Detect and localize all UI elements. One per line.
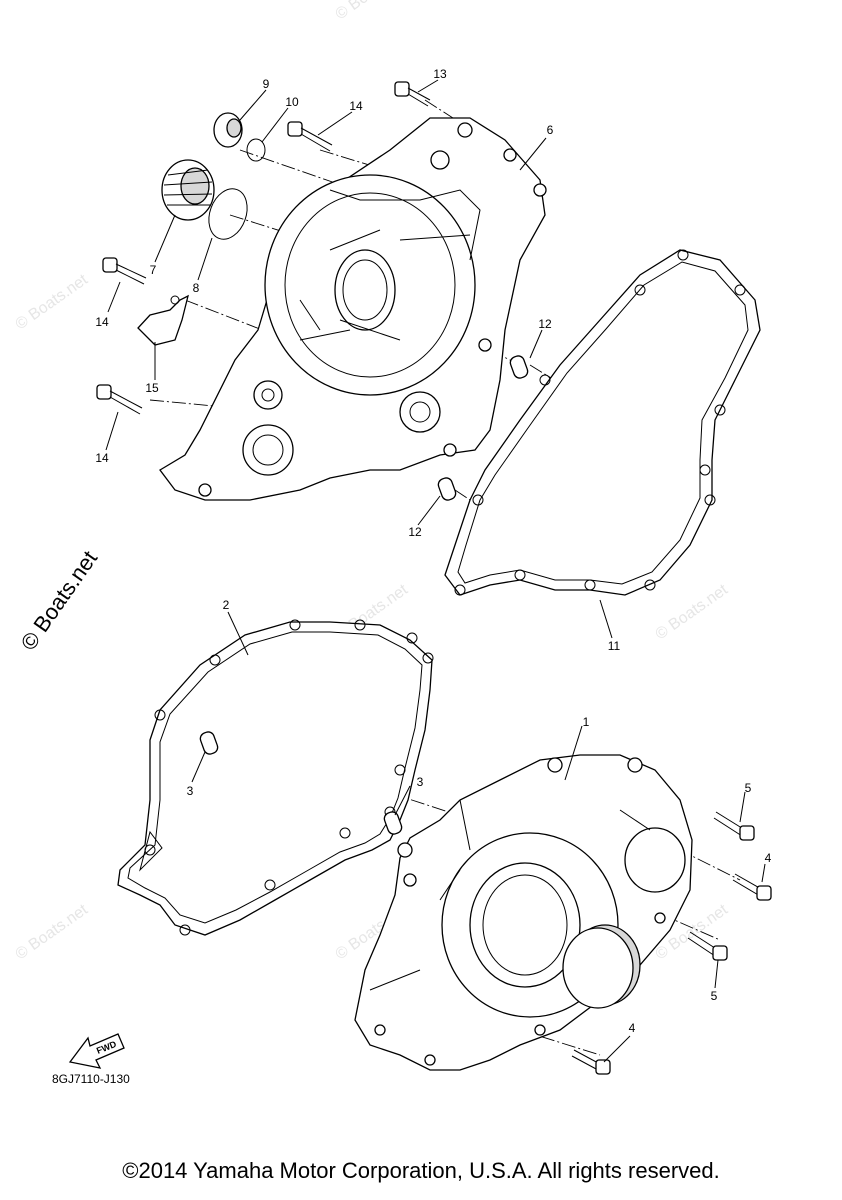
callout-12: 12 [408, 525, 422, 539]
bolt-14-top [287, 121, 333, 152]
copyright-notice: ©2014 Yamaha Motor Corporation, U.S.A. A… [122, 1158, 720, 1183]
oil-filler-cap [161, 159, 215, 221]
clamp [137, 294, 189, 346]
dowel-pin-3a [199, 731, 219, 755]
watermark: © Boats.net [13, 271, 92, 333]
callout-7: 7 [150, 263, 157, 277]
diagram-code: 8GJ7110-J130 [52, 1072, 130, 1086]
bolt-4-right [732, 873, 772, 901]
bolt-4-lower [571, 1049, 611, 1075]
dowel-pin-3b [383, 811, 403, 835]
watermark-main: © Boats.net [16, 546, 103, 655]
gasket-2 [117, 619, 434, 936]
callout-1: 1 [583, 715, 590, 729]
watermark: © Boats.net [13, 901, 92, 963]
bolt-5-lower [687, 931, 728, 961]
watermark: © Boats.net [333, 0, 412, 23]
bolt-14-bottom [96, 384, 143, 415]
crankcase-cover-lower [354, 754, 693, 1071]
callout-14: 14 [95, 315, 109, 329]
callout-2: 2 [223, 598, 230, 612]
bolt-5-upper [713, 811, 755, 841]
bolt-13 [394, 81, 431, 107]
callout-3: 3 [187, 784, 194, 798]
forward-arrow-icon: FWD [68, 1033, 125, 1069]
callout-4: 4 [765, 851, 772, 865]
callout-6: 6 [547, 123, 554, 137]
bolt-14-left [102, 257, 147, 285]
watermark: © Boats.net [653, 581, 732, 643]
callout-13: 13 [433, 67, 447, 81]
leader-lines [105, 79, 766, 1063]
plug [213, 112, 243, 148]
callout-3: 3 [417, 775, 424, 789]
callout-12: 12 [538, 317, 552, 331]
callout-11: 11 [608, 639, 621, 653]
crankcase-cover-upper [159, 117, 547, 501]
callouts: 1 2 3 3 4 4 5 5 6 7 8 9 10 11 12 12 13 1… [95, 67, 771, 1035]
callout-5: 5 [711, 989, 718, 1003]
gasket-11 [444, 249, 761, 596]
callout-14: 14 [95, 451, 109, 465]
o-ring-large [208, 188, 248, 240]
callout-5: 5 [745, 781, 752, 795]
callout-15: 15 [145, 381, 159, 395]
dowel-pin-lower [437, 477, 457, 501]
dowel-pin-upper [509, 355, 529, 379]
o-ring-small [246, 138, 266, 162]
callout-8: 8 [193, 281, 200, 295]
callout-10: 10 [285, 95, 299, 109]
callout-14: 14 [349, 99, 363, 113]
callout-9: 9 [263, 77, 270, 91]
callout-4: 4 [629, 1021, 636, 1035]
